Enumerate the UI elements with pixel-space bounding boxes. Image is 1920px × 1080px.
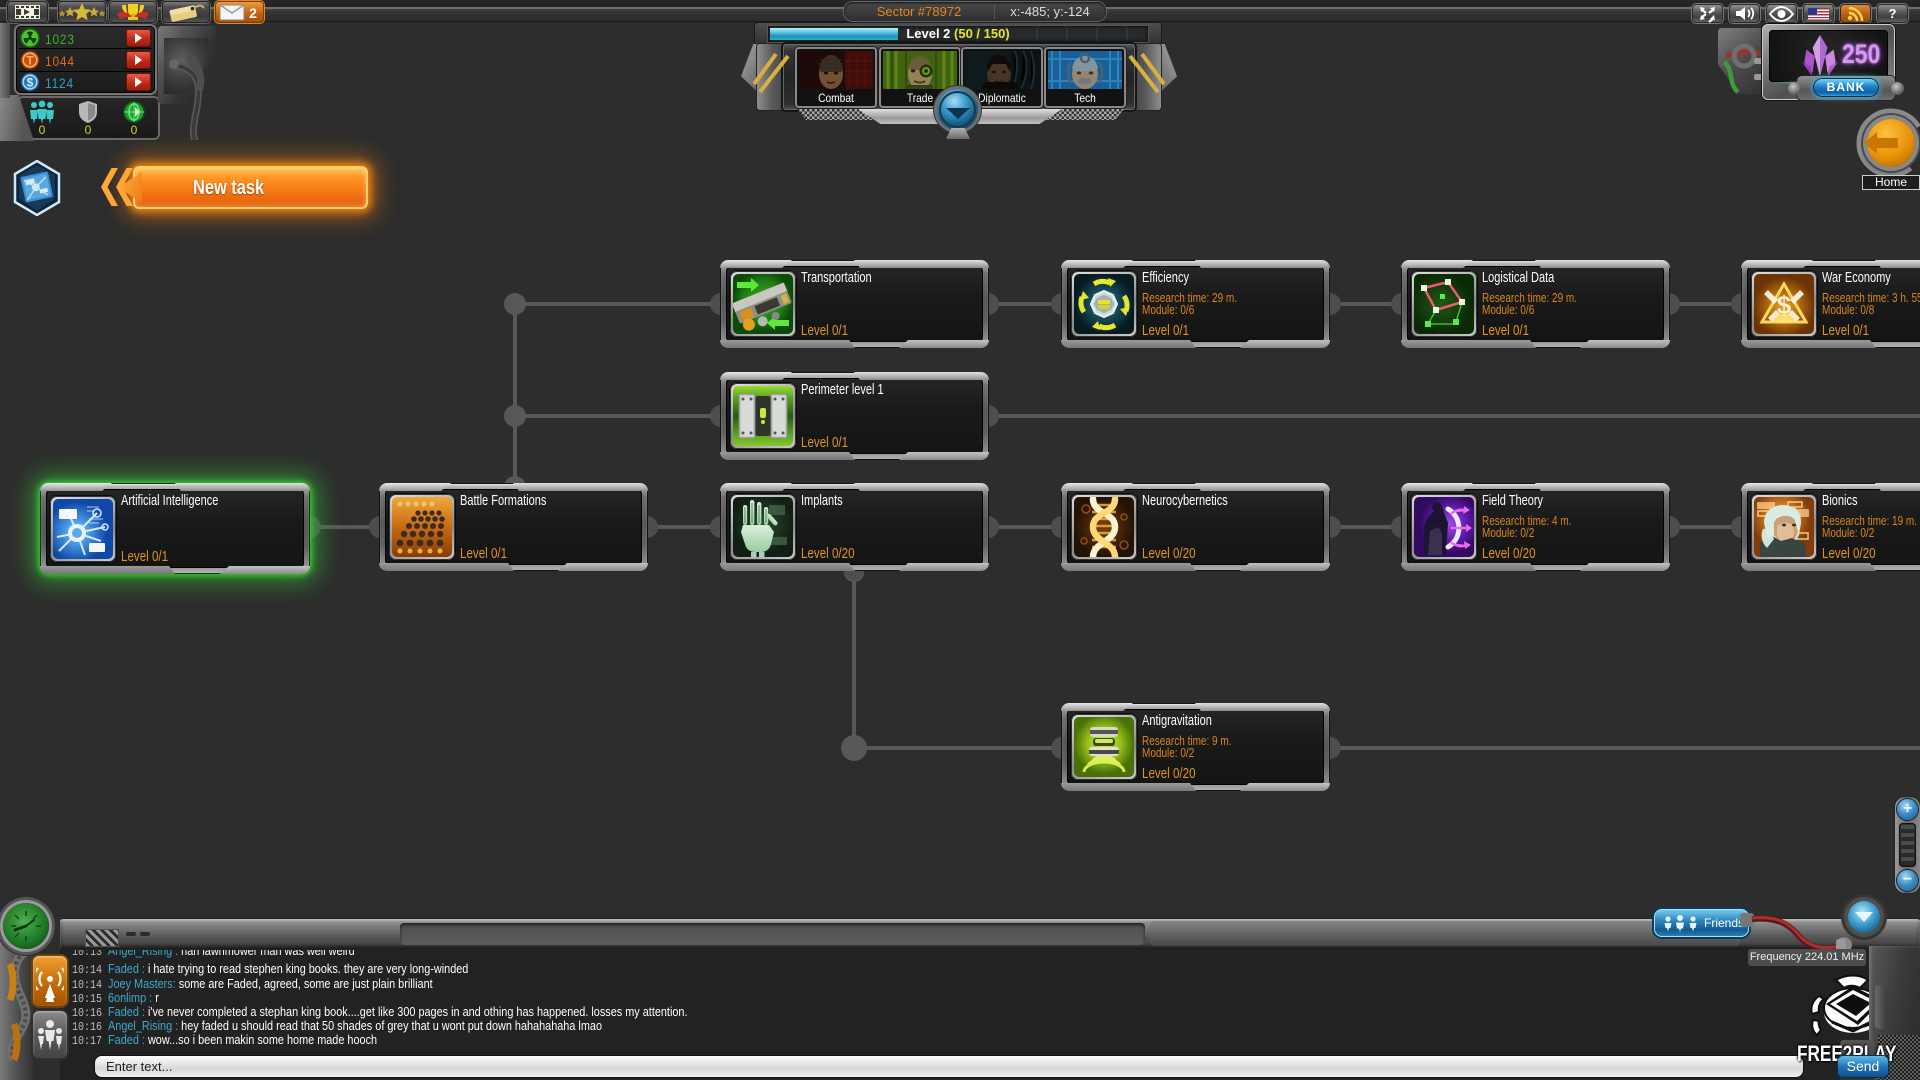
svg-text:$: $ <box>1777 290 1792 320</box>
svg-text:T: T <box>26 54 34 68</box>
svg-text:2: 2 <box>249 5 257 21</box>
svg-text:$: $ <box>27 76 34 90</box>
